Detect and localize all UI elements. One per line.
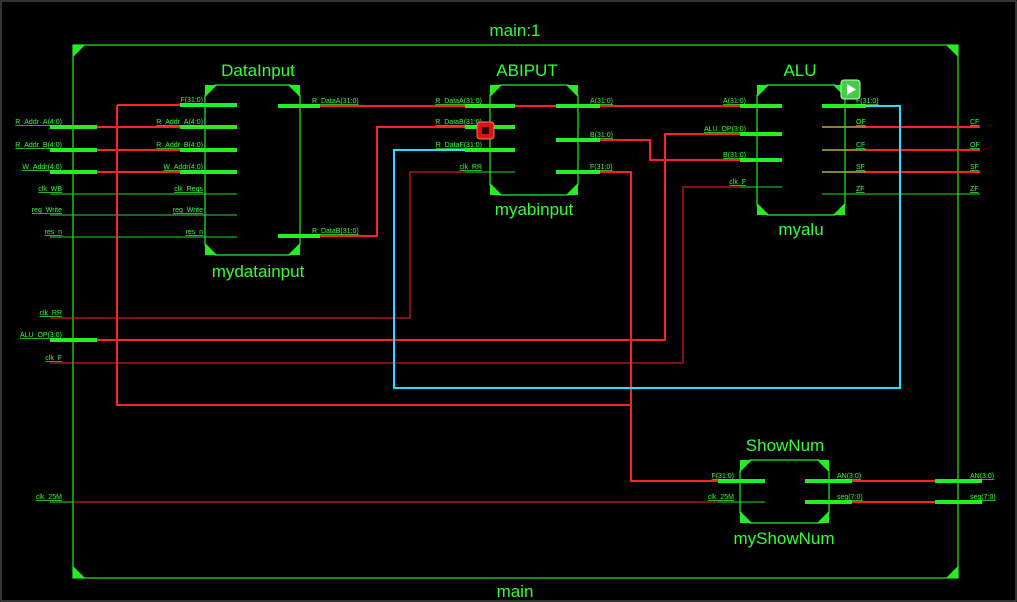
shownum-pin: AN(3:0) [837,473,861,480]
frame-corner-tr [946,45,958,57]
datainput-pin: F(31:0) [180,97,203,104]
shownum-pin: clk_25M [708,494,734,501]
abiput-pin: A(31:0) [590,98,613,105]
shownum-pin: F(31:0) [711,473,734,480]
right-port-connectors [935,479,982,504]
abiput-pin: B(31:0) [590,132,613,139]
run-marker-icon[interactable] [840,79,861,100]
port-label: clk_WB [38,186,62,193]
port-label: AN(3:0) [970,473,994,480]
port-label: W_Addr(4:0) [22,164,62,171]
alu-pin: ZF [856,186,865,193]
abiput-pin: clk_RR [459,164,482,171]
datainput-pin: reg_Write [173,207,203,214]
port-label: R_Addr_A(4:0) [15,119,62,126]
frame-bottom-title: main [497,582,534,601]
left-port-connectors [50,125,97,342]
port-label: CF [970,119,979,126]
port-label: ZF [970,186,979,193]
green-wires [50,193,980,503]
datainput-type-label: DataInput [221,61,295,80]
shownum-type-label: ShowNum [746,436,824,455]
frame-top-title: main:1 [489,21,540,40]
alu-pin: OF [856,119,866,126]
probe-marker-icon[interactable] [476,121,495,140]
block-abiput[interactable] [465,84,600,196]
alu-type-label: ALU [783,61,816,80]
datainput-pin: R_Addr_B(4:0) [156,142,203,149]
port-label: seg(7:0) [970,494,996,501]
abiput-pin: R_DataB(31:0) [435,119,482,126]
alu-pin: CF [856,142,865,149]
abiput-type-label: ABIPUT [496,61,557,80]
block-shownum[interactable] [718,459,852,524]
port-label: R_Addr_B(4:0) [15,142,62,149]
port-label: res_n [44,229,62,236]
frame-corner-br [946,566,958,578]
datainput-pin: res_n [185,229,203,236]
alu-pin: B(31:0) [723,152,746,159]
top-level-frame[interactable] [72,44,959,579]
shownum-instance-label: myShowNum [733,529,834,548]
abiput-instance-label: myabinput [495,200,574,219]
datainput-pin: R_DataA(31:0) [312,98,359,105]
datainput-pin: clk_Regs [174,186,203,193]
frame-rect [72,44,959,579]
datainput-instance-label: mydatainput [212,262,305,281]
abiput-pin: F(31:0) [590,164,613,171]
alu-pin: SF [856,164,865,171]
port-label: clk_25M [36,494,62,501]
alu-pin: F(31:0) [856,98,879,105]
abiput-pin: R_DataF(31:0) [436,142,482,149]
port-label: clk_F [45,355,62,362]
port-label: clk_RR [39,310,62,317]
block-alu[interactable] [740,84,866,216]
abiput-pin: R_DataA(31:0) [435,98,482,105]
alu-instance-label: myalu [778,220,823,239]
alu-pin: A(31:0) [723,98,746,105]
alu-pin: clk_F [729,179,746,186]
datainput-pin: R_DataB(31:0) [312,228,359,235]
datainput-pin: R_Addr_A(4:0) [156,119,203,126]
port-label: SF [970,164,979,171]
datainput-pin: W_Addr(4:0) [163,164,203,171]
block-datainput[interactable] [180,84,320,256]
frame-corner-tl [73,45,85,57]
alu-pin: ALU_OP(3:0) [704,126,746,133]
port-label: OF [970,142,980,149]
cyan-net [393,105,901,389]
port-label: ALU_OP(3:0) [20,332,62,339]
port-label: reg_Write [32,207,62,214]
frame-corner-bl [73,566,85,578]
shownum-pin: seg(7:0) [837,494,863,501]
